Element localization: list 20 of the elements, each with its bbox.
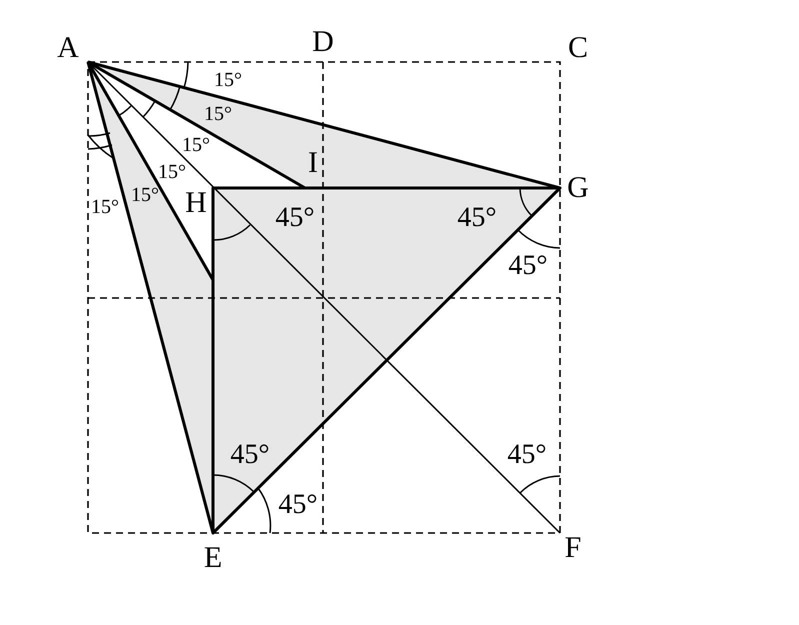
angle-label: 45° xyxy=(508,252,548,280)
angle-label: 15° xyxy=(158,162,186,182)
point-label: D xyxy=(312,27,334,57)
angle-label: 45° xyxy=(278,491,318,519)
point-label: H xyxy=(185,188,207,218)
point-label: F xyxy=(564,533,582,563)
point-label: C xyxy=(568,33,588,63)
angle-label: 15° xyxy=(214,70,242,90)
angle-label: 15° xyxy=(131,185,159,205)
angle-label: 15° xyxy=(204,104,232,124)
angle-label: 45° xyxy=(457,204,497,232)
point-label: A xyxy=(57,33,79,63)
angle-label: 15° xyxy=(182,135,210,155)
angle-label: 15° xyxy=(91,197,119,217)
point-label: E xyxy=(204,543,222,573)
angle-label: 45° xyxy=(507,441,547,469)
point-label: G xyxy=(567,173,589,203)
angle-label: 45° xyxy=(230,441,270,469)
point-label: I xyxy=(308,148,318,178)
angle-label: 45° xyxy=(275,204,315,232)
